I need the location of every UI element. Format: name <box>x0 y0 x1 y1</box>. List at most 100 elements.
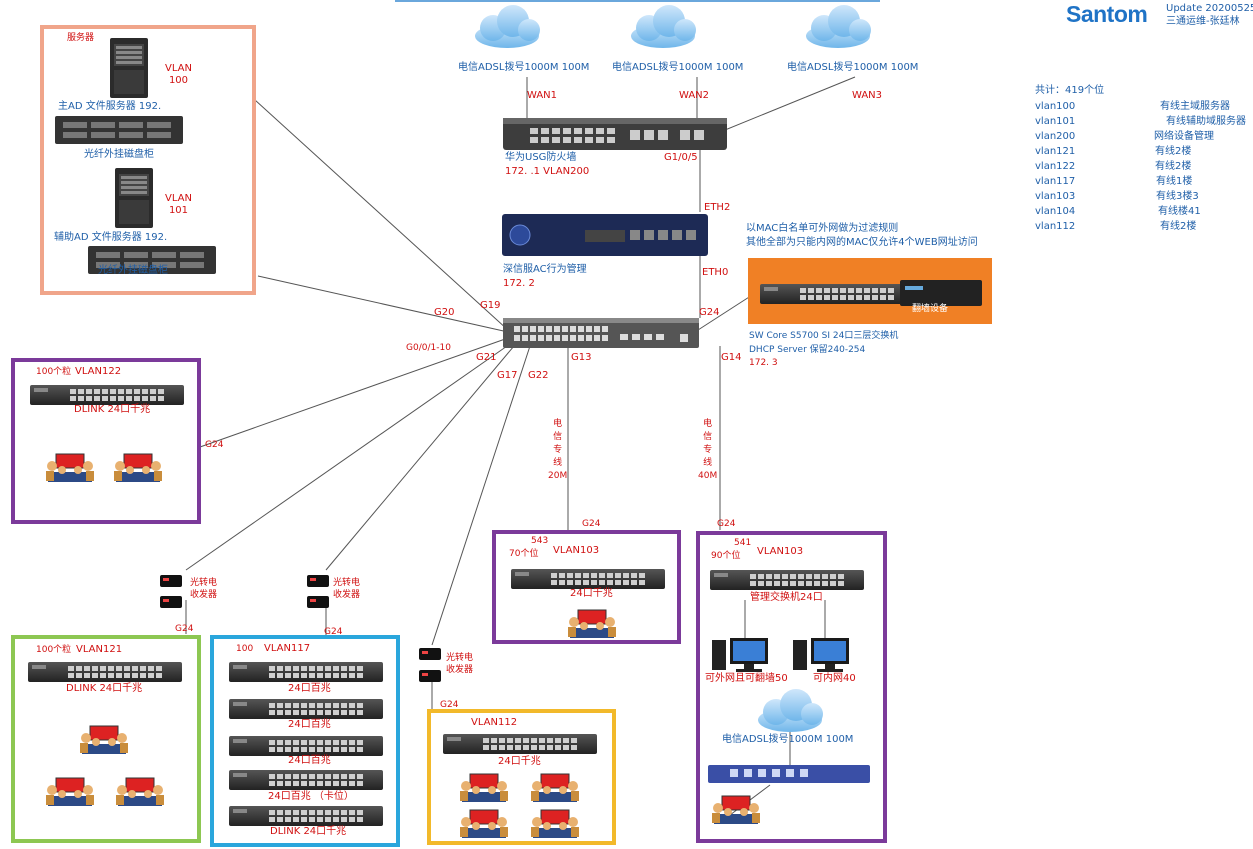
vlan104-vlan: VLAN103 <box>757 546 804 557</box>
legend-vlan: vlan121 <box>1035 146 1076 157</box>
port-label: G17 <box>497 370 518 381</box>
vlan117-switch-label: DLINK 24口千兆 <box>270 826 347 837</box>
pc-icon <box>712 638 768 672</box>
vlan122-box <box>11 358 201 524</box>
legend-vlan: vlan101 <box>1035 116 1076 127</box>
legend-desc: 有线主域服务器 <box>1160 101 1230 112</box>
vlan117-switch-2 <box>229 699 383 719</box>
legend-desc: 网络设备管理 <box>1154 131 1214 142</box>
wan-port: WAN2 <box>679 90 710 101</box>
core-dhcp: DHCP Server 保留240-254 <box>749 345 866 355</box>
transceiver-label: 光转电 收发器 <box>190 578 218 600</box>
cloud-icon <box>475 5 540 48</box>
port-label: G13 <box>571 352 592 363</box>
vlan121-switch <box>28 662 182 682</box>
transceiver-icon <box>160 575 182 587</box>
vlan103-num: 543 <box>531 536 549 546</box>
port-label: G14 <box>721 352 742 363</box>
legend-total: 共计：419个位 <box>1035 85 1105 96</box>
vlan121-port: G24 <box>175 624 194 634</box>
vlan103-switch-label: 24口千兆 <box>570 588 613 599</box>
servers-title: 服务器 <box>67 33 95 43</box>
vlan104-port: G24 <box>717 519 736 529</box>
users-icon <box>530 773 580 803</box>
vlan117-switch-label: 24口百兆 <box>288 719 331 730</box>
vlan117-switch-1 <box>229 662 383 682</box>
port-label: G0/0/1-10 <box>406 343 451 353</box>
wan-label: 电信ADSL拨号1000M 100M <box>612 62 744 73</box>
transceiver-icon <box>419 648 441 660</box>
vlan122-vlan: VLAN122 <box>75 366 122 377</box>
pc1-label: 可外网且可翻墙50 <box>705 673 788 684</box>
router-device <box>708 765 870 783</box>
vlan104-switch <box>710 570 864 590</box>
storage-label: 光纤外挂磁盘柜 <box>84 149 154 160</box>
vlan122-switch <box>30 385 184 405</box>
vlan112-switch-label: 24口千兆 <box>498 756 541 767</box>
vlan121-count: 100个粒 <box>36 645 72 655</box>
vlan104-line: 电 信 专 线 40M <box>698 419 718 481</box>
legend-desc: 有线1楼 <box>1156 176 1193 187</box>
core-ip: 172. 3 <box>749 358 778 368</box>
ac-name: 深信服AC行为管理 <box>503 264 587 275</box>
users-icon <box>711 795 761 825</box>
vlan117-count: 100 <box>236 644 254 654</box>
port-label: G21 <box>476 352 497 363</box>
vlan104-switch-label: 管理交换机24口 <box>750 592 823 603</box>
legend-vlan: vlan103 <box>1035 191 1076 202</box>
vlan103-switch <box>511 569 665 589</box>
vlan103-vlan: VLAN103 <box>553 545 600 556</box>
wan-port: WAN3 <box>852 90 883 101</box>
vlan103-port: G24 <box>582 519 601 529</box>
legend-vlan: vlan112 <box>1035 221 1076 232</box>
aux-ad-label: 辅助AD 文件服务器 192. <box>54 232 168 243</box>
port-label: G20 <box>434 307 455 318</box>
vlan121-switch-label: DLINK 24口千兆 <box>66 683 143 694</box>
vlan104-box <box>696 531 887 843</box>
server-group-box <box>40 25 256 295</box>
users-icon <box>45 777 95 807</box>
vlan117-switch-label: 24口百兆 <box>288 755 331 766</box>
vlan122-switch-label: DLINK 24口千兆 <box>74 404 151 415</box>
update-label: Update 20200525 <box>1166 3 1253 14</box>
vlan103-line: 电 信 专 线 20M <box>548 419 568 481</box>
vlan103-count: 70个位 <box>509 549 539 559</box>
firewall-port: G1/0/5 <box>664 152 698 163</box>
port-label: G24 <box>699 307 720 318</box>
pc-icon <box>793 638 849 672</box>
vlan101-label: VLAN 101 <box>165 193 192 216</box>
vlan100-label: VLAN 100 <box>165 63 192 86</box>
users-icon <box>113 453 163 483</box>
vlan122-count: 100个粒 <box>36 367 72 377</box>
vlan117-switch-4 <box>229 770 383 790</box>
port-label: G22 <box>528 370 549 381</box>
cloud-icon <box>806 5 871 48</box>
author-label: 三通运维-张廷林 <box>1166 16 1240 27</box>
ac-appliance <box>502 214 708 256</box>
transceiver-icon <box>419 670 441 682</box>
vlan103-box <box>492 530 681 644</box>
users-icon <box>115 777 165 807</box>
vlan112-vlan: VLAN112 <box>471 717 518 728</box>
legend-desc: 有线楼41 <box>1158 206 1201 217</box>
firewall-name: 华为USG防火墙 <box>505 152 577 163</box>
vlan117-switch-3 <box>229 736 383 756</box>
transceiver-label: 光转电 收发器 <box>333 578 361 600</box>
legend-vlan: vlan122 <box>1035 161 1076 172</box>
transceiver-label: 光转电 收发器 <box>446 653 474 675</box>
transceiver-icon <box>307 575 329 587</box>
vlan117-vlan: VLAN117 <box>264 643 311 654</box>
vlan112-port: G24 <box>440 700 459 710</box>
legend-vlan: vlan104 <box>1035 206 1076 217</box>
ac-ip: 172. 2 <box>503 278 535 289</box>
storage-cabinet-icon <box>55 116 183 144</box>
users-icon <box>567 609 617 639</box>
firewall-ip: 172. .1 VLAN200 <box>505 166 590 177</box>
vlan117-switch-label: 24口百兆 （卡位） <box>268 791 354 802</box>
vlan104-count: 90个位 <box>711 551 741 561</box>
brand-logo: Santom <box>1066 1 1148 27</box>
wan-label: 电信ADSL拨号1000M 100M <box>787 62 919 73</box>
bypass-switch <box>760 284 914 304</box>
storage-label: 光纤外挂磁盘柜 <box>98 265 168 276</box>
